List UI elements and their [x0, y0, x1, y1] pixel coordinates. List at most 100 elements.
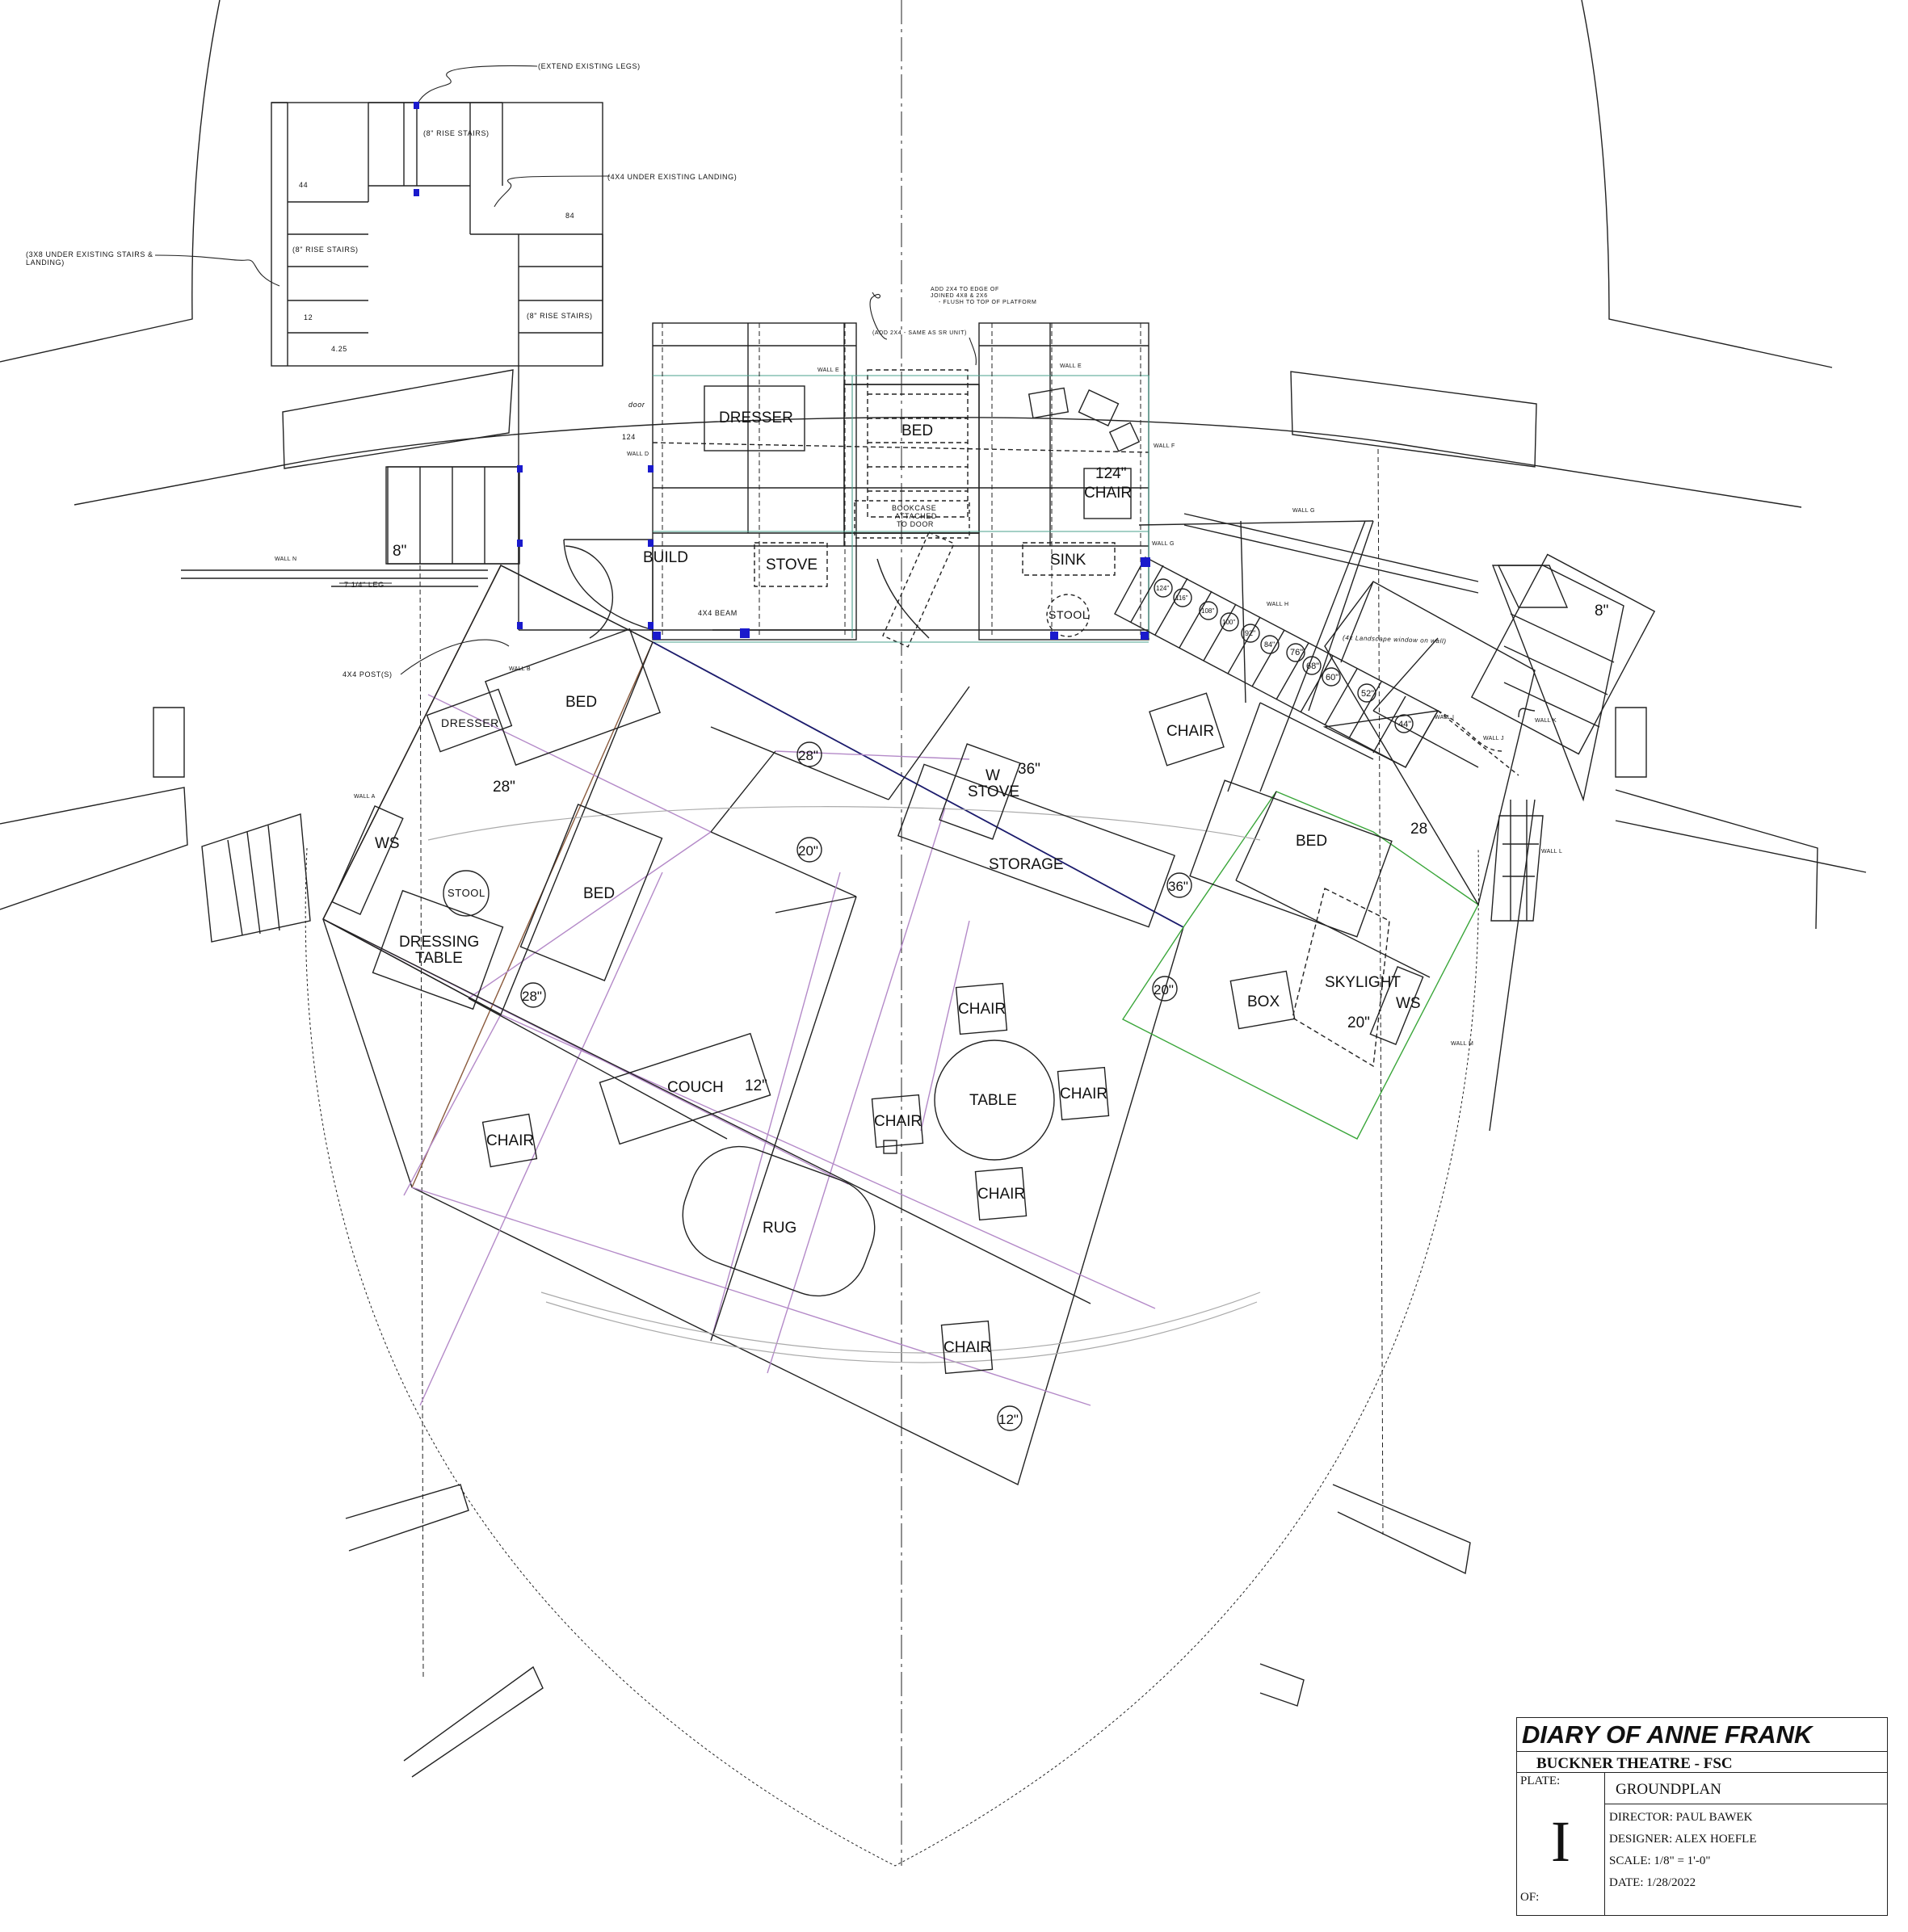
height-c20b: 20": [1154, 982, 1174, 998]
couch-box: [599, 1032, 771, 1145]
arc-curve-1: [427, 806, 1261, 841]
chair-124-box: [1083, 468, 1132, 519]
height-c28b: 28": [522, 989, 542, 1004]
house-outline: [0, 0, 1867, 930]
height-s44: 44": [1398, 720, 1411, 729]
note-under-stairs-1: (3X8 UNDER EXISTING STAIRS &: [26, 250, 153, 258]
label-chair-ur: CHAIR: [1166, 723, 1214, 740]
label-dressing-1: DRESSING: [399, 934, 479, 951]
label-w-stove-2: STOVE: [968, 783, 1019, 800]
label-door: door: [628, 401, 645, 409]
height-circles: [520, 578, 1414, 1431]
note-extend-legs: (EXTEND EXISTING LEGS): [538, 62, 641, 70]
wall-a: WALL A: [354, 794, 376, 800]
height-s60: 60": [1326, 673, 1339, 682]
stair-dim-12: 12: [304, 313, 313, 321]
height-s124: 124": [1156, 585, 1169, 592]
w-stove-box: [939, 743, 1021, 840]
height-c28a: 28": [798, 748, 818, 763]
label-dressing-2: TABLE: [415, 950, 463, 967]
label-bed-sl2: BED: [583, 885, 615, 902]
furniture-labels: DRESSER BED 124" CHAIR BOOKCASE ATTACHED…: [375, 401, 1608, 1356]
wall-j: WALL J: [1483, 736, 1504, 741]
note-window: (4x Landscape window on wall): [1343, 634, 1447, 645]
note-add-2x4-3: - FLUSH TO TOP OF PLATFORM: [939, 300, 1036, 305]
sr-room: [1324, 553, 1656, 1132]
sl-entry: [181, 466, 654, 631]
chair-t2-box: [871, 1094, 924, 1149]
scale: SCALE: 1/8" = 1'-0": [1609, 1854, 1711, 1867]
ws-sl-box: [331, 804, 404, 916]
dresser-sl-box: [426, 688, 513, 753]
bed-sr-box: [1189, 779, 1393, 938]
label-h8-left: 8": [393, 543, 406, 560]
label-chair-t4: CHAIR: [977, 1186, 1025, 1203]
stair-dim-124: 124: [622, 433, 636, 441]
label-bed-top: BED: [901, 422, 933, 439]
wall-f: WALL F: [1154, 443, 1175, 449]
ws-sr-box: [1369, 965, 1424, 1046]
label-bed-sl: BED: [565, 694, 597, 711]
stair-dim-425: 4.25: [331, 345, 347, 353]
label-bookcase-1: BOOKCASE: [892, 504, 936, 512]
label-rug: RUG: [763, 1220, 796, 1237]
rug-shape: [682, 1145, 876, 1297]
label-h12-couch: 12": [745, 1077, 767, 1094]
label-storage: STORAGE: [989, 856, 1064, 873]
label-dresser-top: DRESSER: [719, 410, 793, 426]
main-platform: [322, 565, 1184, 1485]
note-posts: 4X4 POST(S): [343, 670, 393, 678]
posts: [414, 102, 1150, 640]
label-chair-124-b: CHAIR: [1084, 485, 1132, 502]
label-ws-sl: WS: [375, 835, 400, 852]
title-block: DIARY OF ANNE FRANK BUCKNER THEATRE - FS…: [1516, 1717, 1888, 1916]
dresser-top: [704, 385, 805, 452]
label-table: TABLE: [969, 1092, 1017, 1109]
label-chair-t3: CHAIR: [1060, 1086, 1107, 1102]
label-sink: SINK: [1050, 552, 1086, 569]
height-s52: 52": [1361, 689, 1374, 699]
height-c20a: 20": [798, 843, 818, 859]
label-ws-sr: WS: [1396, 995, 1421, 1012]
director: DIRECTOR: PAUL BAWEK: [1609, 1811, 1753, 1824]
note-leg: 7 1/4" LEG: [344, 581, 385, 589]
height-s116: 116": [1175, 594, 1188, 602]
label-bed-sr: BED: [1296, 833, 1327, 850]
label-skylight: SKYLIGHT: [1325, 974, 1401, 991]
dashed-structure: [419, 323, 1384, 1681]
leader-lines: [154, 65, 977, 675]
note-under-stairs-2: LANDING): [26, 258, 65, 267]
chair-t3-box: [1057, 1066, 1110, 1121]
credits: DIRECTOR: PAUL BAWEK DESIGNER: ALEX HOEF…: [1609, 1807, 1757, 1894]
wall-b: WALL B: [509, 666, 531, 672]
wall-d: WALL D: [627, 452, 649, 457]
label-bookcase-2: ATTACHED: [895, 512, 937, 520]
wall-k: WALL K: [1535, 718, 1557, 724]
plate-label: PLATE:: [1520, 1774, 1561, 1787]
label-chair-124-a: 124": [1095, 465, 1126, 482]
box-sr: [1229, 970, 1296, 1030]
label-stove: STOVE: [766, 556, 817, 573]
arc-curve-2: [540, 1292, 1261, 1354]
note-add-2x4-sr: (ADD 2X4 - SAME AS SR UNIT): [872, 330, 967, 336]
label-chair-t1: CHAIR: [958, 1001, 1006, 1018]
label-h36-stove: 36": [1018, 761, 1040, 778]
annex-upstage-rooms: [565, 322, 1149, 648]
chair-ds-box: [940, 1320, 994, 1375]
note-beam: 4X4 BEAM: [698, 609, 738, 617]
label-chair-ds: CHAIR: [943, 1339, 991, 1356]
chair-t4-box: [974, 1166, 1028, 1221]
label-couch: COUCH: [667, 1079, 724, 1096]
label-h20-sr: 20": [1347, 1014, 1370, 1031]
wall-m: WALL M: [1451, 1041, 1473, 1047]
furniture: [331, 628, 1424, 1375]
vom-edges: [345, 1484, 1471, 1778]
notes: (EXTEND EXISTING LEGS) (4X4 UNDER EXISTI…: [26, 62, 1447, 678]
wall-n: WALL N: [275, 556, 296, 562]
label-w-stove-1: W: [986, 767, 1000, 784]
table-circle: [934, 1040, 1055, 1161]
height-s92: 92": [1245, 629, 1255, 637]
label-h28-sl: 28": [493, 779, 515, 796]
note-add-2x4-2: JOINED 4X8 & 2X6: [931, 293, 988, 299]
